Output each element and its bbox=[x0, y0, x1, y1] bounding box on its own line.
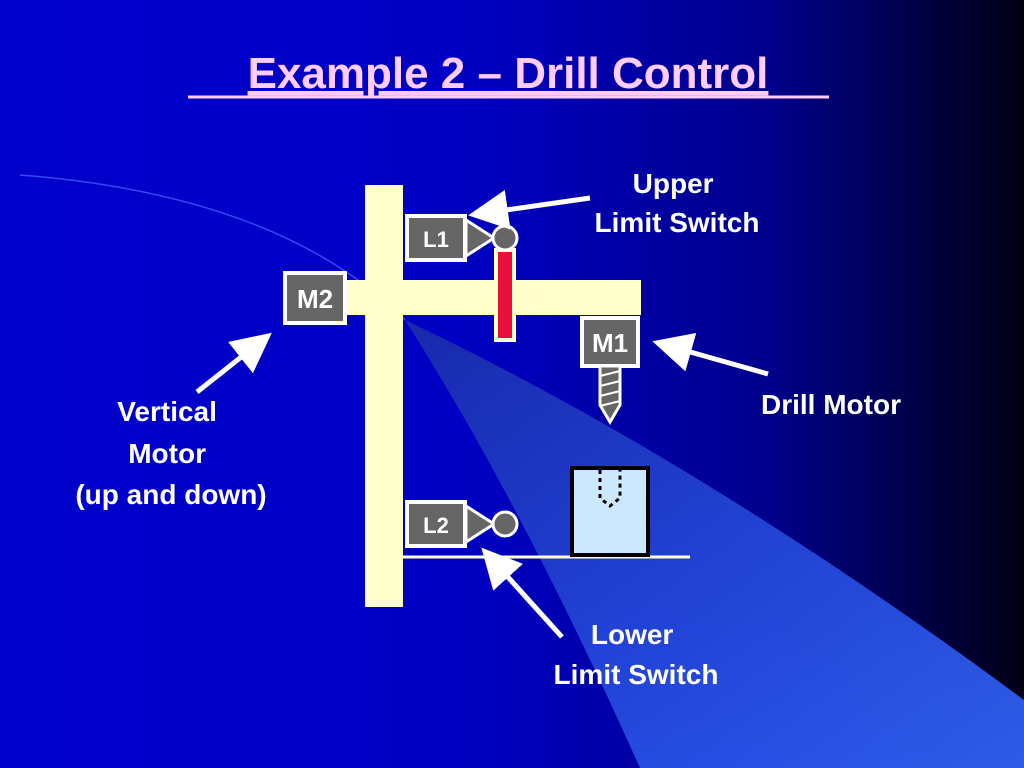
switch-lever-icon bbox=[464, 503, 497, 545]
vertical-motor-box: M2 bbox=[283, 271, 347, 325]
upper-limit-switch-label: Upper Limit Switch bbox=[595, 168, 760, 238]
l1-label: L1 bbox=[423, 227, 449, 252]
arrow-lower-limit bbox=[481, 547, 564, 639]
lower-limit-line-2: Limit Switch bbox=[554, 659, 719, 690]
arrow-drill-motor bbox=[652, 332, 769, 377]
horizontal-arm bbox=[345, 280, 641, 315]
vertical-column bbox=[365, 185, 403, 607]
workpiece bbox=[570, 466, 650, 557]
vertical-motor-line-3: (up and down) bbox=[75, 479, 266, 510]
vertical-motor-label: Vertical Motor (up and down) bbox=[75, 396, 266, 510]
drill-bit-icon bbox=[598, 364, 622, 425]
background-light-beam bbox=[405, 320, 1024, 768]
vertical-motor-line-2: Motor bbox=[128, 438, 206, 469]
upper-limit-line-2: Limit Switch bbox=[595, 207, 760, 238]
vertical-motor-line-1: Vertical bbox=[117, 396, 217, 427]
drill-motor-label: Drill Motor bbox=[761, 389, 901, 420]
l2-label: L2 bbox=[423, 513, 449, 538]
lower-limit-switch-label: Lower Limit Switch bbox=[554, 619, 719, 690]
drill-motor-box: M1 bbox=[580, 316, 640, 368]
page-title: Example 2 – Drill Control bbox=[248, 49, 769, 98]
switch-roller-icon bbox=[491, 510, 519, 538]
lower-limit-switch: L2 bbox=[405, 500, 519, 548]
arrow-vertical-motor bbox=[195, 332, 272, 394]
arrow-upper-limit bbox=[468, 189, 591, 230]
limit-actuator-rod bbox=[494, 248, 516, 342]
m2-label: M2 bbox=[297, 284, 333, 314]
upper-limit-line-1: Upper bbox=[633, 168, 714, 199]
m1-label: M1 bbox=[592, 328, 628, 358]
switch-roller-icon bbox=[491, 224, 519, 252]
drill-hole-outline bbox=[598, 470, 622, 508]
lower-limit-line-1: Lower bbox=[591, 619, 674, 650]
